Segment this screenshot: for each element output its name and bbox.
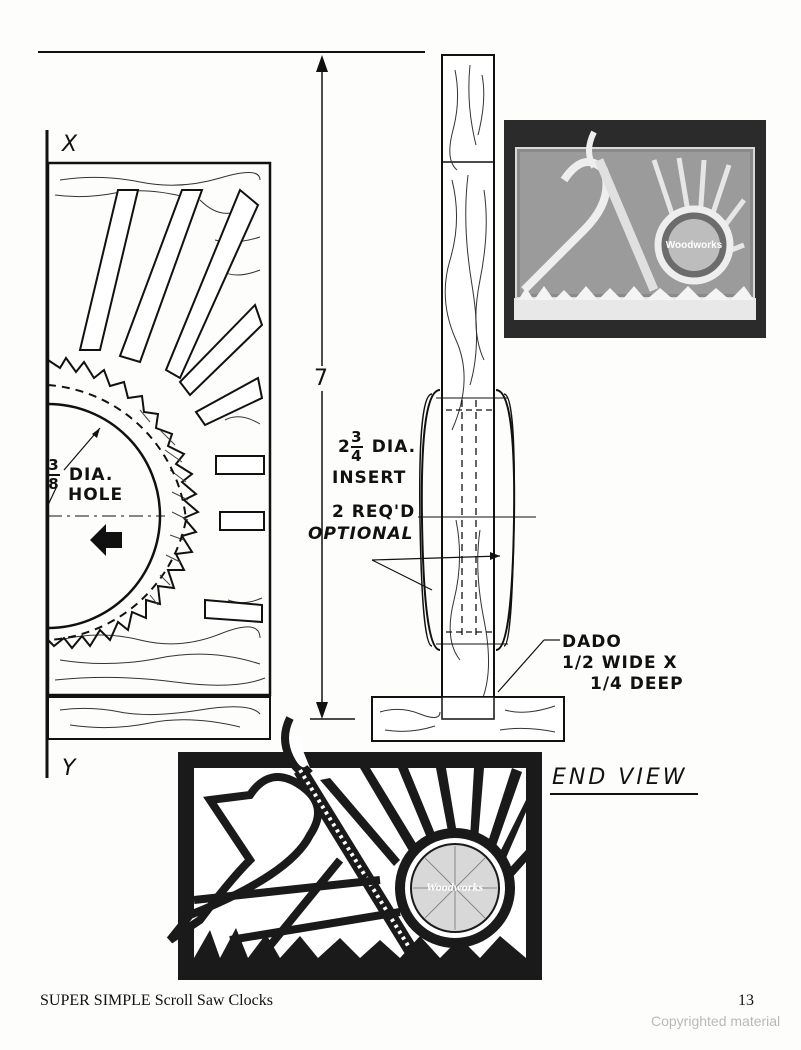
hole-label: 3 8 DIA. bbox=[48, 458, 113, 492]
hole-frac-num: 3 bbox=[48, 456, 60, 474]
y-marker: Y bbox=[62, 756, 76, 781]
insert-size-label: 2 3 4 DIA. bbox=[338, 430, 416, 464]
hole-frac-den: 8 bbox=[48, 475, 60, 493]
hole-fraction: 3 8 bbox=[48, 458, 60, 492]
insert-fraction: 3 4 bbox=[350, 428, 363, 465]
insert-frac-den: 4 bbox=[351, 447, 363, 465]
insert-frac-num: 3 bbox=[351, 428, 363, 446]
dado-depth: 1/4 DEEP bbox=[590, 674, 684, 694]
end-view-underline bbox=[550, 793, 698, 795]
copyright-notice: Copyrighted material bbox=[651, 1013, 781, 1029]
required-count: 2 REQ'D bbox=[332, 502, 416, 522]
hole-word: HOLE bbox=[68, 485, 124, 505]
optional-note: OPTIONAL bbox=[308, 524, 414, 544]
insert-word: INSERT bbox=[332, 468, 407, 488]
dado-width: 1/2 WIDE X bbox=[562, 653, 678, 673]
hole-dia: DIA. bbox=[68, 465, 114, 485]
clock-photo: Woodworks bbox=[504, 120, 766, 338]
insert-dia: DIA. bbox=[371, 437, 417, 457]
photo-badge-text: Woodworks bbox=[666, 240, 723, 251]
insert-whole: 2 bbox=[338, 437, 351, 457]
page-number: 13 bbox=[738, 992, 754, 1009]
end-view-badge-text: Woodworks bbox=[426, 880, 484, 894]
x-marker: X bbox=[62, 132, 78, 157]
end-view-label: END VIEW bbox=[552, 765, 688, 790]
height-dimension: 7 bbox=[312, 366, 330, 391]
dado-title: DADO bbox=[562, 632, 622, 652]
book-title: SUPER SIMPLE Scroll Saw Clocks bbox=[40, 992, 273, 1009]
clock-photo-image: Woodworks bbox=[514, 130, 756, 320]
